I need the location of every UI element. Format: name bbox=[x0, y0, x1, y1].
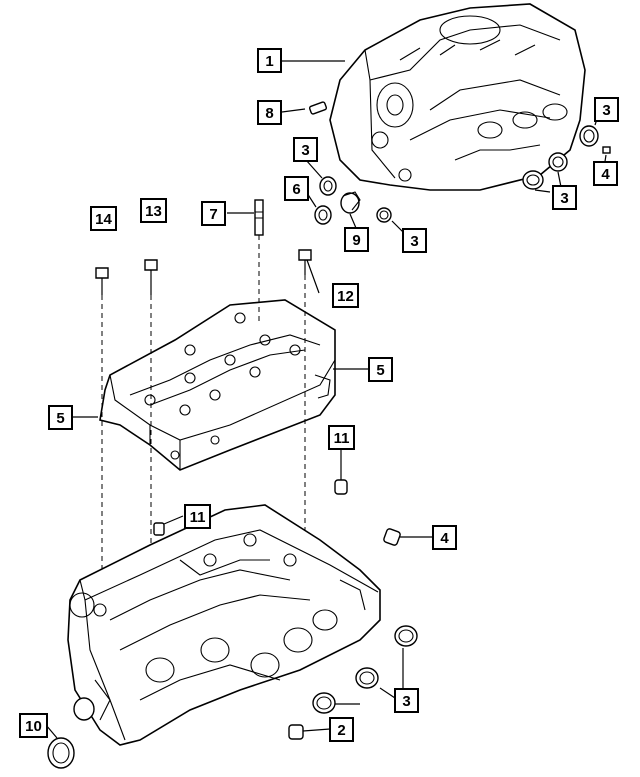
svg-text:11: 11 bbox=[334, 430, 350, 447]
bearing-shell-3-right bbox=[579, 125, 599, 147]
svg-text:7: 7 bbox=[209, 206, 217, 223]
svg-text:3: 3 bbox=[560, 190, 568, 207]
svg-text:13: 13 bbox=[145, 203, 162, 220]
svg-text:8: 8 bbox=[265, 105, 273, 122]
bearing-shell-3-lower-a bbox=[522, 170, 544, 190]
plug-4-top bbox=[602, 146, 611, 154]
svg-text:5: 5 bbox=[376, 362, 384, 379]
svg-text:12: 12 bbox=[337, 288, 354, 305]
svg-text:1: 1 bbox=[265, 53, 273, 70]
svg-text:4: 4 bbox=[440, 530, 449, 547]
callout-14: 14 bbox=[90, 206, 117, 231]
bolt-13 bbox=[144, 259, 158, 295]
callout-5-left: 5 bbox=[48, 405, 73, 430]
svg-text:6: 6 bbox=[292, 181, 300, 198]
sleeve-9 bbox=[340, 191, 361, 214]
callout-3-top-middle: 3 bbox=[552, 185, 577, 210]
callout-2: 2 bbox=[329, 717, 354, 742]
callout-12: 12 bbox=[332, 283, 359, 308]
plug-4-bottom bbox=[383, 528, 401, 546]
svg-text:3: 3 bbox=[402, 693, 410, 710]
callout-3-top-right: 3 bbox=[594, 97, 619, 122]
bedplate bbox=[99, 299, 336, 471]
svg-text:3: 3 bbox=[410, 233, 418, 250]
seal-6 bbox=[314, 205, 332, 225]
dowel-11-left bbox=[153, 522, 165, 536]
plug-2 bbox=[288, 724, 304, 740]
svg-text:11: 11 bbox=[190, 509, 206, 526]
callout-5-right: 5 bbox=[368, 357, 393, 382]
svg-text:10: 10 bbox=[25, 718, 42, 735]
dowel-11-right bbox=[334, 479, 348, 495]
svg-text:9: 9 bbox=[352, 232, 360, 249]
bearing-shell-3-lower-3 bbox=[312, 692, 336, 714]
bearing-shell-3-lower-1 bbox=[394, 625, 418, 647]
callout-3-sleeve: 3 bbox=[402, 228, 427, 253]
callout-7: 7 bbox=[201, 201, 226, 226]
callout-9: 9 bbox=[344, 227, 369, 252]
callout-11-right: 11 bbox=[328, 425, 355, 450]
callout-8: 8 bbox=[257, 100, 282, 125]
dowel-pin-8 bbox=[308, 101, 328, 115]
svg-text:14: 14 bbox=[95, 211, 112, 228]
svg-text:4: 4 bbox=[601, 166, 610, 183]
callout-4-bottom: 4 bbox=[432, 525, 457, 550]
bearing-shell-3-small bbox=[376, 207, 392, 223]
bolt-14 bbox=[95, 267, 109, 295]
leader-lines bbox=[45, 60, 607, 739]
svg-text:3: 3 bbox=[602, 102, 610, 119]
svg-text:2: 2 bbox=[337, 722, 345, 739]
svg-text:3: 3 bbox=[301, 142, 309, 159]
upper-cylinder-block bbox=[329, 3, 586, 191]
callout-13: 13 bbox=[140, 198, 167, 223]
stud-7 bbox=[254, 199, 264, 236]
bearing-shell-3-left bbox=[319, 176, 337, 196]
callout-1: 1 bbox=[257, 48, 282, 73]
callout-4-top: 4 bbox=[593, 161, 618, 186]
lower-cylinder-block bbox=[67, 504, 381, 746]
bearing-shell-3-lower-b bbox=[548, 152, 568, 172]
callout-6: 6 bbox=[284, 176, 309, 201]
callout-11-left: 11 bbox=[184, 504, 211, 529]
callout-10: 10 bbox=[19, 713, 48, 738]
rear-seal-10 bbox=[47, 737, 75, 769]
callout-3-bottom: 3 bbox=[394, 688, 419, 713]
seal-ring-left bbox=[73, 697, 95, 721]
svg-text:5: 5 bbox=[56, 410, 64, 427]
bolt-12 bbox=[298, 249, 312, 275]
callout-3-top-left: 3 bbox=[293, 137, 318, 162]
bearing-shell-3-lower-2 bbox=[355, 667, 379, 689]
